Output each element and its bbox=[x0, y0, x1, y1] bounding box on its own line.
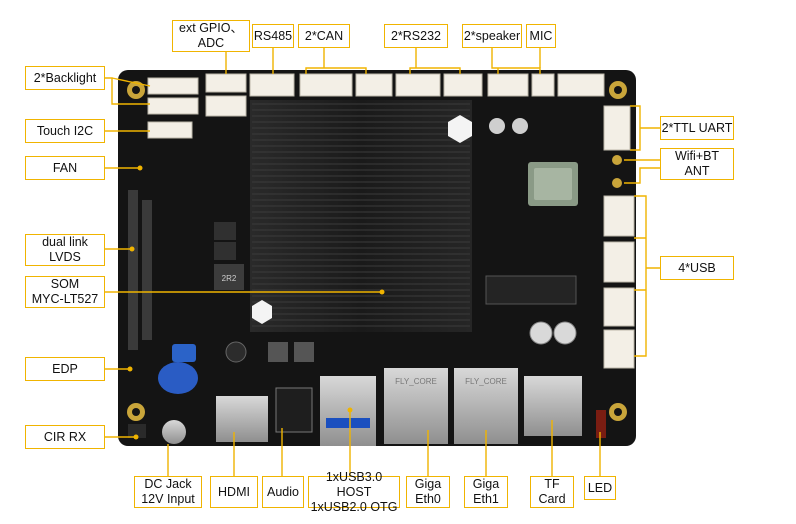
label-giga-eth0: Giga Eth0 bbox=[406, 476, 450, 508]
heatsink-fins bbox=[252, 103, 470, 327]
label-hdmi: HDMI bbox=[210, 476, 258, 508]
label-backlight: 2*Backlight bbox=[25, 66, 105, 90]
label-rs485: RS485 bbox=[252, 24, 294, 48]
label-usb-host-otg: 1xUSB3.0 HOST 1xUSB2.0 OTG bbox=[308, 470, 400, 514]
callout-dots bbox=[127, 165, 385, 440]
label-rs232: 2*RS232 bbox=[384, 24, 448, 48]
standoff-hex bbox=[448, 115, 472, 143]
top-connectors bbox=[147, 73, 605, 139]
callout-lines bbox=[105, 48, 660, 476]
label-edp: EDP bbox=[25, 357, 105, 381]
label-led: LED bbox=[584, 476, 616, 500]
left-pin-headers bbox=[128, 190, 152, 350]
inductor-label: 2R2 bbox=[222, 274, 237, 283]
label-ttl-uart: 2*TTL UART bbox=[660, 116, 734, 140]
heatsink bbox=[250, 100, 472, 332]
label-mic: MIC bbox=[526, 24, 556, 48]
label-dc-jack: DC Jack 12V Input bbox=[134, 476, 202, 508]
label-fan: FAN bbox=[25, 156, 105, 180]
label-cir-rx: CIR RX bbox=[25, 425, 105, 449]
label-giga-eth1: Giga Eth1 bbox=[464, 476, 508, 508]
label-dual-link-lvds: dual link LVDS bbox=[25, 234, 105, 266]
eth1-brand: FLY_CORE bbox=[465, 377, 507, 386]
bottom-ports bbox=[128, 368, 606, 446]
right-connectors bbox=[603, 105, 635, 369]
label-usb4: 4*USB bbox=[660, 256, 734, 280]
minipcie-slot bbox=[485, 275, 577, 305]
label-som: SOM MYC-LT527 bbox=[25, 276, 105, 308]
label-ext-gpio-adc: ext GPIO、 ADC bbox=[172, 20, 250, 52]
eth0-brand: FLY_CORE bbox=[395, 377, 437, 386]
label-touch-i2c: Touch I2C bbox=[25, 119, 105, 143]
label-speaker: 2*speaker bbox=[462, 24, 522, 48]
label-audio: Audio bbox=[262, 476, 304, 508]
label-tf-card: TF Card bbox=[530, 476, 574, 508]
label-wifi-bt-ant: Wifi+BT ANT bbox=[660, 148, 734, 180]
label-can: 2*CAN bbox=[298, 24, 350, 48]
